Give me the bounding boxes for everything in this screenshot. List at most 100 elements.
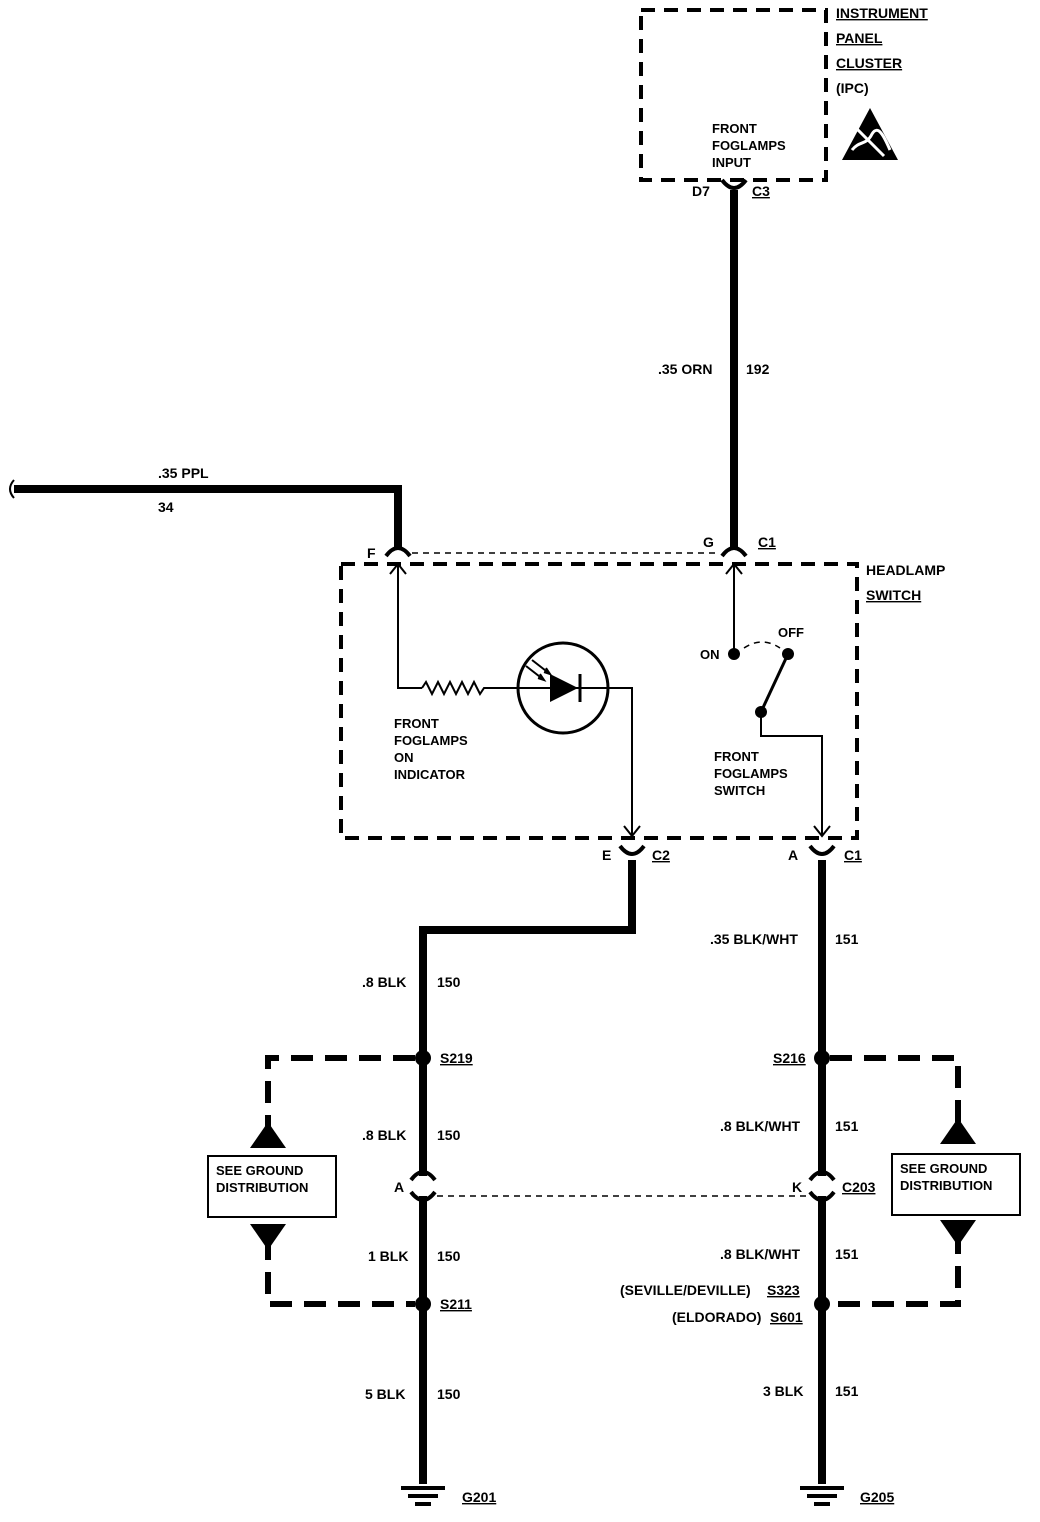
pin-a-label: A [788, 847, 798, 863]
splice-s211 [415, 1296, 431, 1312]
see-ground-line: DISTRIBUTION [900, 1178, 992, 1193]
wire-label-gauge: .35 PPL [158, 465, 209, 481]
switch-output-wire [760, 712, 823, 836]
splice-label: S323 [767, 1282, 800, 1298]
ipc-connector-label: C3 [752, 183, 770, 199]
wire-label-gauge: .8 BLK/WHT [720, 1246, 801, 1262]
arrow-up-icon [250, 1122, 286, 1148]
ground-icon [800, 1486, 844, 1506]
indicator-output-wire [608, 687, 633, 836]
ground-distribution-path [830, 1232, 961, 1307]
ground-label: G205 [860, 1489, 894, 1505]
wire-label-circuit: 150 [437, 1127, 461, 1143]
indicator-label-line: INDICATOR [394, 767, 466, 782]
wire-label-gauge: 1 BLK [368, 1248, 408, 1264]
connector-k-c203-bottom [808, 1190, 836, 1202]
splice-s323-s601 [814, 1296, 830, 1312]
see-ground-distribution-box [891, 1153, 1021, 1216]
ground-label: G201 [462, 1489, 496, 1505]
pin-label: A [394, 1179, 404, 1195]
headlamp-switch-title-line: HEADLAMP [866, 562, 945, 578]
wire-label-gauge: .8 BLK [362, 974, 406, 990]
switch-label-line: FRONT [714, 749, 759, 764]
wire-label-circuit: 150 [437, 1248, 461, 1264]
arrow-out [623, 825, 641, 838]
splice-s216 [814, 1050, 830, 1066]
ipc-title-line: (IPC) [836, 80, 869, 96]
led-emission-arrow [525, 665, 547, 682]
switch-travel-arc [743, 641, 781, 649]
connector-label: C203 [842, 1179, 876, 1195]
wire-label-circuit: 192 [746, 361, 770, 377]
pin-e-label: E [602, 847, 611, 863]
ipc-input-line: FRONT [712, 121, 757, 136]
pin-label: K [792, 1179, 802, 1195]
splice-s219 [415, 1050, 431, 1066]
pin-f-label: F [367, 545, 376, 561]
connector-a-c203-bottom [409, 1190, 437, 1202]
wire-label-circuit: 151 [835, 1118, 859, 1134]
wire-label-gauge: .35 BLK/WHT [710, 931, 798, 947]
wire-label-circuit: 151 [835, 1246, 859, 1262]
splice-prefix: (ELDORADO) [672, 1309, 761, 1325]
switch-label-line: FOGLAMPS [714, 766, 788, 781]
wire-label-gauge: 5 BLK [365, 1386, 405, 1402]
indicator-wire [397, 564, 422, 689]
indicator-label-line: FRONT [394, 716, 439, 731]
see-ground-line: SEE GROUND [216, 1163, 303, 1178]
connector-a-symbol [808, 844, 836, 856]
left-ground-branch: .8 BLK 150 S219 .8 BLK 150 A 1 BLK 150 S… [207, 860, 636, 1506]
ground-distribution-path [265, 1055, 415, 1134]
wire-label-circuit: 150 [437, 974, 461, 990]
wire-label-gauge: .35 ORN [658, 361, 712, 377]
connector-e-symbol [618, 844, 646, 856]
switch-blade [759, 653, 790, 713]
ground-icon [401, 1486, 445, 1506]
connector-c1-label: C1 [844, 847, 862, 863]
splice-label: S219 [440, 1050, 473, 1066]
ground-distribution-path [265, 1238, 415, 1307]
see-ground-line: SEE GROUND [900, 1161, 987, 1176]
ipc-dashed-box [639, 8, 828, 182]
splice-label: S216 [773, 1050, 806, 1066]
indicator-label-line: FOGLAMPS [394, 733, 468, 748]
connector-k-c203-top [808, 1170, 836, 1182]
wire-label-circuit: 150 [437, 1386, 461, 1402]
ground-distribution-path [830, 1055, 961, 1128]
ipc-module: INSTRUMENT PANEL CLUSTER (IPC) FRONT FOG… [639, 5, 928, 199]
see-ground-line: DISTRIBUTION [216, 1180, 308, 1195]
wire-34-ppl [14, 485, 402, 548]
wire-label-circuit: 151 [835, 931, 859, 947]
ipc-title-line: CLUSTER [836, 55, 902, 71]
wire-label-gauge: .8 BLK/WHT [720, 1118, 801, 1134]
splice-label: S601 [770, 1309, 803, 1325]
connector-c2-label: C2 [652, 847, 670, 863]
splice-label: S211 [440, 1296, 472, 1312]
indicator-label-line: ON [394, 750, 414, 765]
right-ground-branch: .35 BLK/WHT 151 S216 .8 BLK/WHT 151 K C2… [620, 860, 1021, 1506]
headlamp-switch: HEADLAMP SWITCH F G C1 FRONT FOGLAMPS ON… [339, 534, 945, 863]
wire-label-circuit: 151 [835, 1383, 859, 1399]
ipc-input-line: INPUT [712, 155, 751, 170]
arrow-down-icon [940, 1220, 976, 1246]
headlamp-switch-dashed-box [339, 562, 859, 840]
switch-label-line: SWITCH [714, 783, 765, 798]
ipc-title-line: PANEL [836, 30, 883, 46]
arrow-up-icon [940, 1118, 976, 1144]
ipc-input-line: FOGLAMPS [712, 138, 786, 153]
wire-label-gauge: 3 BLK [763, 1383, 803, 1399]
see-ground-distribution-box [207, 1155, 337, 1218]
switch-on-label: ON [700, 647, 720, 662]
connector-f-symbol [384, 546, 412, 558]
switch-on-contact [728, 648, 740, 660]
pin-g-label: G [703, 534, 714, 550]
wire-continuation-mark [9, 479, 15, 499]
ipc-title-line: INSTRUMENT [836, 5, 928, 21]
connector-g-symbol [720, 546, 748, 558]
wire-label-gauge: .8 BLK [362, 1127, 406, 1143]
esd-warning-icon [842, 108, 898, 160]
switch-off-label: OFF [778, 625, 804, 640]
connector-c1-label: C1 [758, 534, 776, 550]
arrow-down-icon [250, 1224, 286, 1250]
